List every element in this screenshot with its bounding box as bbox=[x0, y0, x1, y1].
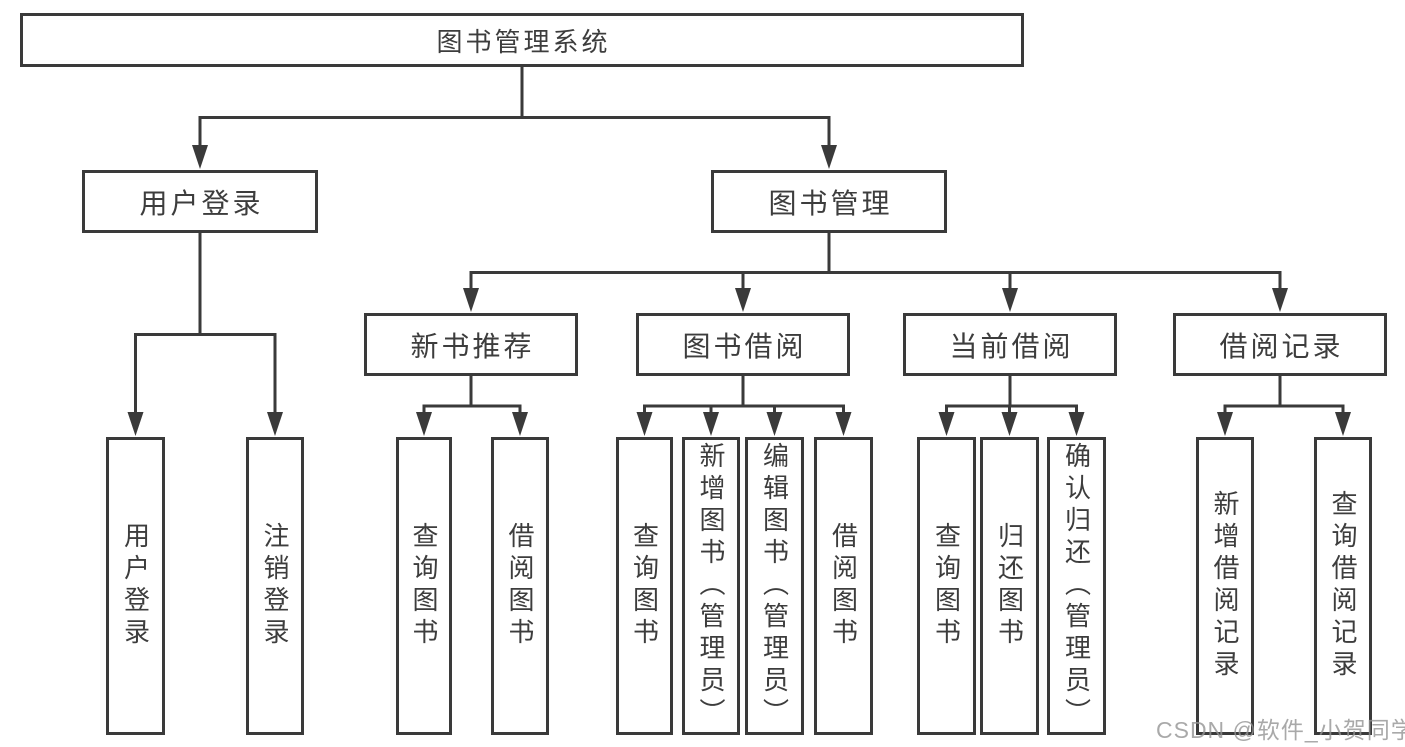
node-borrowing-records: 借阅记录 bbox=[1173, 313, 1387, 376]
node-label: 新增借阅记录 bbox=[1210, 490, 1240, 682]
node-label: 新书推荐 bbox=[410, 330, 535, 362]
node-label: 借阅图书 bbox=[505, 522, 535, 650]
leaf-add-books-admin: 新增图书（管理员） bbox=[682, 437, 740, 735]
node-label: 当前借阅 bbox=[949, 330, 1074, 362]
leaf-query-books-current: 查询图书 bbox=[917, 437, 976, 735]
node-new-book-recommendation: 新书推荐 bbox=[364, 313, 578, 376]
leaf-add-borrow-record: 新增借阅记录 bbox=[1196, 437, 1254, 735]
leaf-user-login: 用户登录 bbox=[106, 437, 165, 735]
leaf-logout: 注销登录 bbox=[246, 437, 304, 735]
node-library-management-system: 图书管理系统 bbox=[20, 13, 1024, 67]
edge-newbook-to-leaves bbox=[422, 375, 522, 420]
node-label: 归还图书 bbox=[994, 522, 1025, 650]
node-book-management-branch: 图书管理 bbox=[711, 170, 947, 233]
edge-records-to-leaves bbox=[1223, 375, 1345, 420]
node-label: 新增图书（管理员） bbox=[696, 442, 726, 730]
node-user-login-branch: 用户登录 bbox=[82, 170, 318, 233]
node-current-borrowing: 当前借阅 bbox=[903, 313, 1117, 376]
node-label: 借阅记录 bbox=[1219, 330, 1344, 362]
node-book-borrowing: 图书借阅 bbox=[636, 313, 850, 376]
leaf-edit-books-admin: 编辑图书（管理员） bbox=[745, 437, 804, 735]
node-label: 用户登录 bbox=[139, 187, 264, 219]
leaf-query-books-borrowing: 查询图书 bbox=[616, 437, 673, 735]
node-label: 查询图书 bbox=[931, 522, 962, 650]
leaf-borrow-books: 借阅图书 bbox=[814, 437, 873, 735]
node-label: 图书管理系统 bbox=[436, 26, 611, 57]
node-label: 用户登录 bbox=[120, 522, 151, 650]
node-label: 图书管理 bbox=[768, 187, 893, 219]
arrowheads bbox=[127, 145, 1351, 436]
edge-borrowmodule-to-leaves bbox=[643, 375, 845, 420]
leaf-query-books-recommend: 查询图书 bbox=[396, 437, 452, 735]
edge-userlogin-to-leaves bbox=[134, 232, 277, 420]
node-label: 借阅图书 bbox=[828, 522, 859, 650]
leaf-borrow-books-recommend: 借阅图书 bbox=[491, 437, 549, 735]
node-label: 查询借阅记录 bbox=[1328, 490, 1358, 682]
node-label: 注销登录 bbox=[260, 522, 290, 650]
node-label: 查询图书 bbox=[409, 522, 439, 650]
edge-root-to-level2 bbox=[198, 66, 831, 150]
leaf-confirm-return-admin: 确认归还（管理员） bbox=[1047, 437, 1106, 735]
node-label: 确认归还（管理员） bbox=[1061, 442, 1092, 730]
node-label: 编辑图书（管理员） bbox=[759, 442, 790, 730]
leaf-query-borrow-record: 查询借阅记录 bbox=[1314, 437, 1372, 735]
node-label: 查询图书 bbox=[629, 522, 660, 650]
leaf-return-books: 归还图书 bbox=[980, 437, 1039, 735]
edge-bookmgmt-to-level3 bbox=[469, 232, 1282, 300]
csdn-watermark: CSDN @软件_小贺同学 bbox=[1156, 717, 1405, 743]
node-label: 图书借阅 bbox=[682, 330, 807, 362]
